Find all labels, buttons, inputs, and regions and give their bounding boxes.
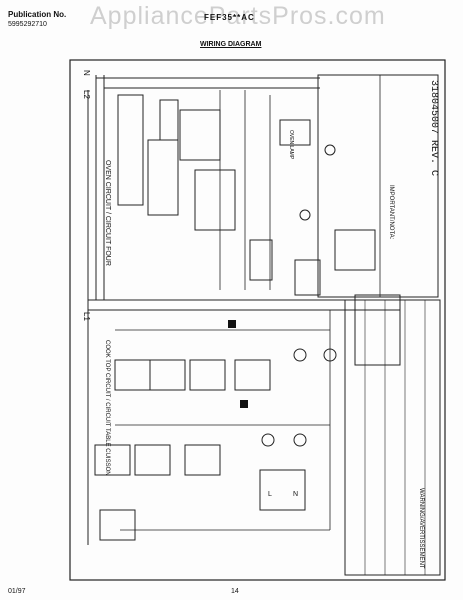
page-number: 14 xyxy=(231,588,239,595)
info-panel xyxy=(317,74,439,298)
publication-number: 5995292710 xyxy=(8,21,47,28)
l1-label: L1 xyxy=(82,312,91,321)
footer-date: 01/97 xyxy=(8,588,26,595)
terminal-block xyxy=(259,469,306,511)
junction-bottom xyxy=(240,400,248,408)
infinite-switch-2 xyxy=(134,444,171,476)
note-box xyxy=(354,294,401,366)
revision-number: 318045007 REV. C xyxy=(428,80,439,176)
watermark: AppliancePartsPros.com xyxy=(90,2,386,30)
important-heading: IMPORTANT/NOTA: xyxy=(388,185,394,240)
diagram-frame xyxy=(69,59,446,581)
terminal-l-label: L xyxy=(268,491,272,498)
control-board xyxy=(179,109,221,161)
page-title: WIRING DIAGRAM xyxy=(200,41,262,48)
infinite-switch-4 xyxy=(99,509,136,541)
relay-block-2 xyxy=(147,139,179,216)
clock-module xyxy=(194,169,236,231)
surface-unit-4 xyxy=(234,359,271,391)
door-switch xyxy=(279,119,311,146)
oven-lamp-label: OVEN LAMP xyxy=(288,130,294,160)
l2-label: L2 xyxy=(82,90,91,99)
warning-heading: WARNING/AVERTISSEMENT xyxy=(418,488,424,569)
relay-block-3 xyxy=(159,99,179,141)
model-number: FEF35**AC xyxy=(204,13,255,22)
indicator-light-2 xyxy=(293,433,307,447)
relay-block-1 xyxy=(117,94,144,206)
broil-element xyxy=(294,259,321,296)
infinite-switch-1 xyxy=(94,444,131,476)
oven-circuit-label: OVEN CIRCUIT / CIRCUIT FOUR xyxy=(104,160,111,266)
thermostat-icon xyxy=(324,144,336,156)
junction-top xyxy=(228,320,236,328)
cooktop-circuit-label: COOK TOP CIRCUIT / CIRCUIT TABLE CUISSON xyxy=(104,340,110,476)
n-label: N xyxy=(82,70,91,76)
indicator-light-4 xyxy=(323,348,337,362)
surface-unit-3 xyxy=(189,359,226,391)
bake-element xyxy=(249,239,273,281)
surface-unit-2 xyxy=(149,359,186,391)
publication-label: Publication No. xyxy=(8,10,67,19)
oven-lamp-icon xyxy=(299,209,311,221)
indicator-light-1 xyxy=(261,433,275,447)
safety-switch xyxy=(334,229,376,271)
color-code-table xyxy=(344,299,441,576)
surface-unit-1 xyxy=(114,359,151,391)
terminal-n-label: N xyxy=(293,491,298,498)
indicator-light-3 xyxy=(293,348,307,362)
infinite-switch-3 xyxy=(184,444,221,476)
